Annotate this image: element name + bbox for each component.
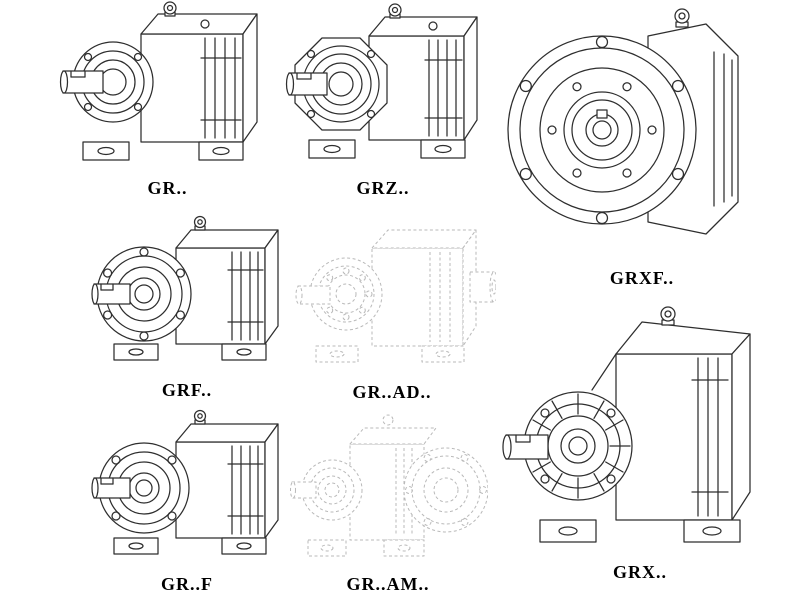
model-cell-grf-foot: GR..F [82,402,292,598]
grad-housing [371,229,477,347]
grz-gearbox-drawing [285,3,478,159]
gram-output-flange [403,447,488,533]
model-label-gr: GR.. [147,178,188,198]
grf-input-shaft [91,283,131,305]
grf-foot-input-shaft [91,477,131,499]
grz-ribs [424,39,463,137]
grx-mounting-feet [539,519,741,543]
grx-eyebolt-icon [660,306,676,326]
gram-input-shaft [290,481,317,499]
grf-ribs [227,251,264,341]
model-cell-gr: GR.. [55,0,280,200]
model-cell-gram: GR..AM.. [288,402,488,598]
grf-gearbox-drawing [91,215,279,361]
gr-eyebolt-icon [163,1,210,29]
grf-foot-ribs [227,445,264,535]
model-label-grf: GRF.. [161,380,213,400]
grx-input-shaft [502,434,549,460]
grxf-hub [563,91,641,169]
grxf-gearbox-drawing [507,8,739,235]
model-label-grf-foot: GR..F [161,574,213,594]
model-cell-grf: GRF.. [82,210,292,402]
grz-eyebolt-icon [388,3,438,31]
grx-ribs [691,357,729,517]
gr-input-shaft [59,70,104,94]
grf-foot-housing [175,423,279,539]
grad-input-adapter [469,271,496,303]
grad-input-shaft [295,285,331,305]
gr-mounting-feet [82,141,244,161]
model-cell-grz: GRZ.. [283,0,483,200]
grf-mounting-feet [113,343,267,361]
model-label-grad: GR..AD.. [352,382,432,402]
model-label-gram: GR..AM.. [346,574,430,594]
model-label-grz: GRZ.. [356,178,410,198]
grz-mounting-feet [308,139,466,159]
gram-gearbox-drawing [290,414,488,557]
grxf-eyebolt-icon [674,8,690,28]
grf-foot-mounting-feet [113,537,267,555]
grf-foot-eyebolt-icon [193,409,207,425]
gram-mounting-feet [307,539,425,557]
grx-gearbox-drawing [502,306,751,543]
grz-octagon-cover [294,37,388,131]
gr-ribs [200,37,242,139]
model-label-grx: GRX.. [613,562,667,582]
gr-housing [140,13,258,143]
gr-gearbox-drawing [59,1,258,161]
grf-eyebolt-icon [193,215,207,231]
grf-flange [96,246,192,342]
model-cell-grxf: GRXF.. [498,2,786,294]
grad-gearbox-drawing [295,229,496,363]
grz-input-shaft [285,72,328,96]
grf-housing [175,229,279,345]
model-cell-grad: GR..AD.. [288,208,496,404]
grad-mounting-feet [315,345,465,363]
grf-foot-gearbox-drawing [91,409,279,555]
model-cell-grx: GRX.. [492,296,788,588]
model-label-grxf: GRXF.. [609,268,675,288]
